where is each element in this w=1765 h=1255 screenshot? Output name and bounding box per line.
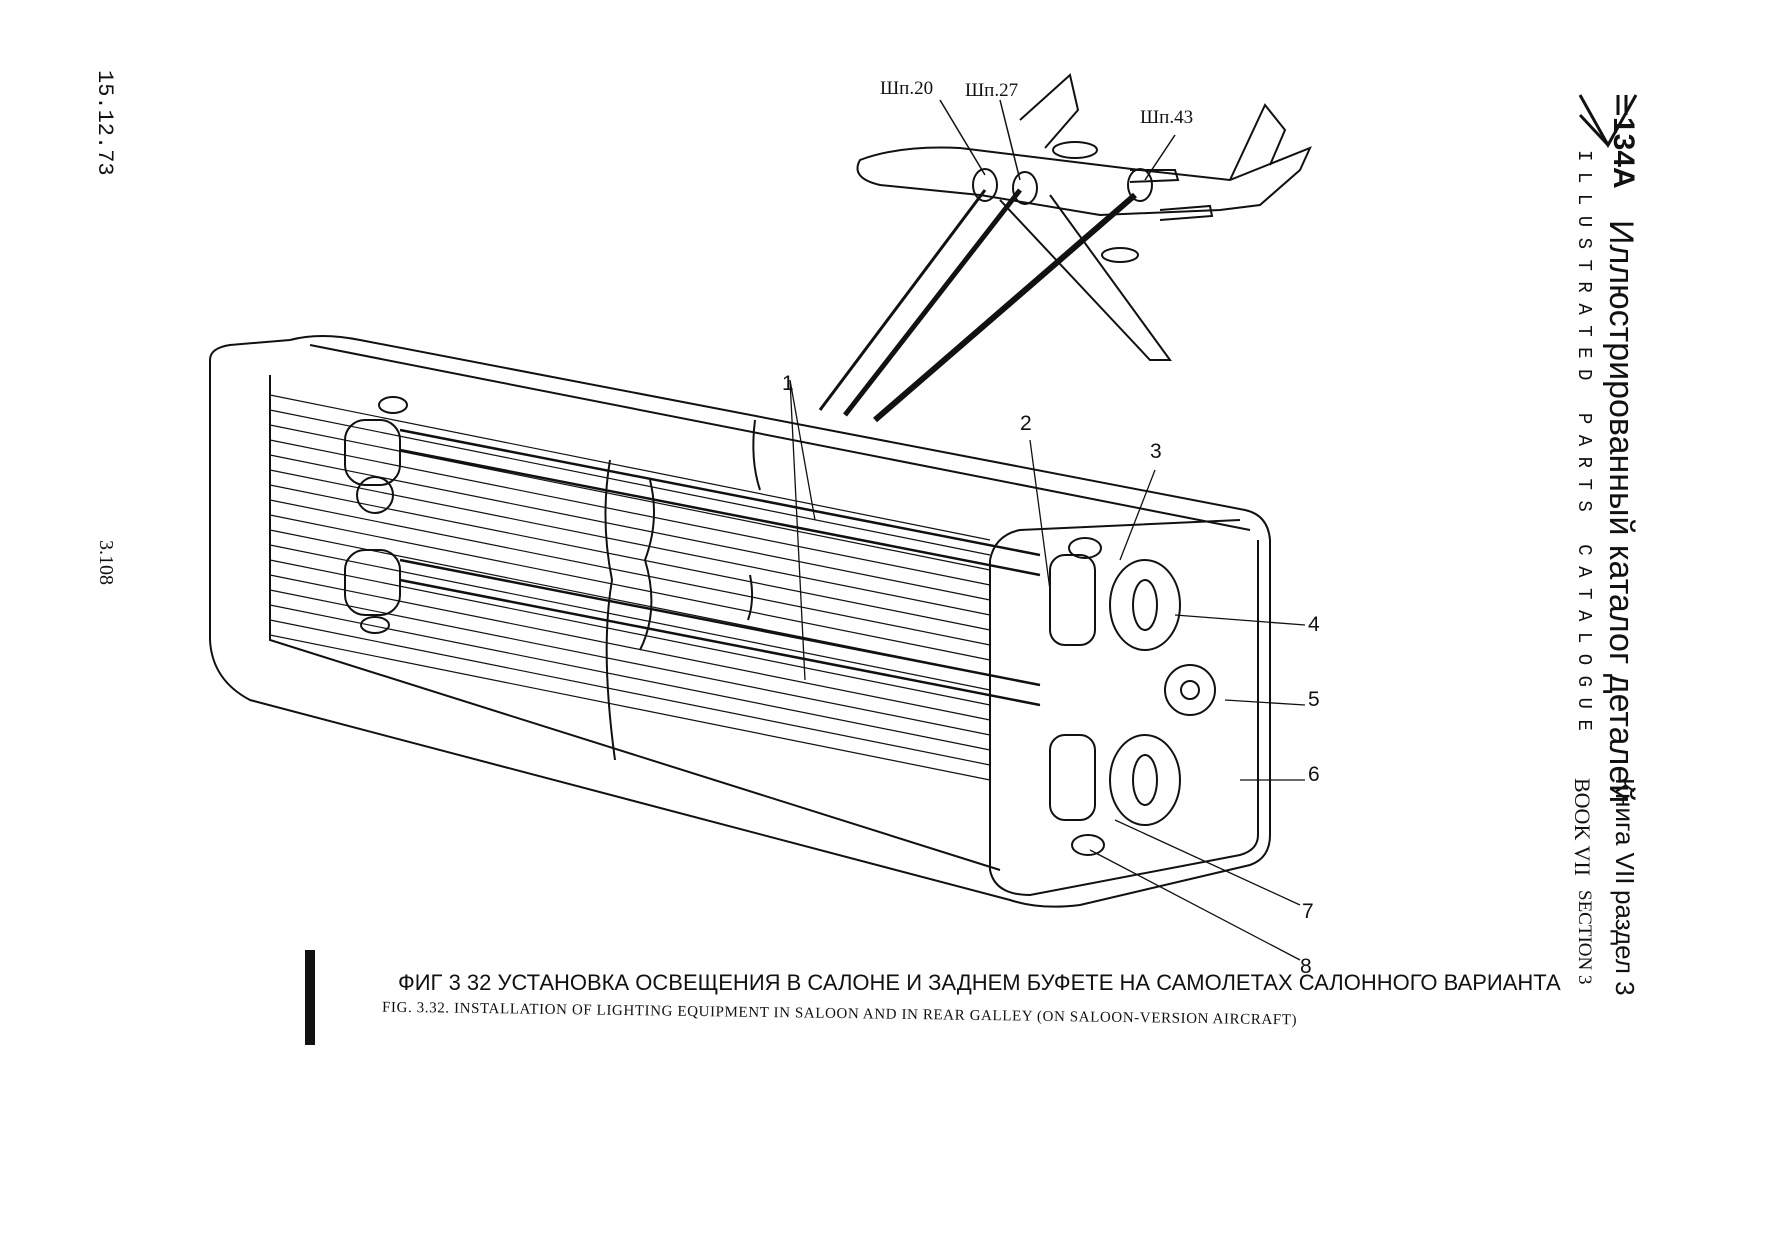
caption-bar (305, 950, 315, 1045)
callout-4: 4 (1308, 613, 1320, 636)
publisher-logo (1578, 94, 1638, 149)
callout-7: 7 (1302, 900, 1314, 923)
frame-label-20: Шп.20 (880, 78, 934, 99)
aircraft-sketch (818, 73, 1312, 423)
book-label-en: BOOK VII (1570, 778, 1595, 876)
catalogue-title: Иллюстрированный каталог деталей (1602, 220, 1640, 804)
date-stamp: 15.12.73 (92, 70, 117, 176)
callout-5: 5 (1308, 688, 1320, 711)
callout-6: 6 (1308, 763, 1320, 786)
catalogue-subtitle: ILLUSTRATED PARTS CATALOGUE (1573, 150, 1595, 742)
section-label-ru: раздел 3 (1610, 890, 1640, 996)
callout-8: 8 (1300, 955, 1312, 978)
callout-3: 3 (1150, 440, 1162, 463)
aircraft-model: 134А (1607, 117, 1640, 189)
page-number: 3.108 (95, 540, 117, 585)
panel-assembly (209, 335, 1306, 961)
frame-label-27: Шп.27 (965, 80, 1019, 101)
figure-caption-ru: ФИГ 3 32 УСТАНОВКА ОСВЕЩЕНИЯ В САЛОНЕ И … (398, 970, 1561, 995)
frame-label-43: Шп.43 (1140, 107, 1194, 128)
section-label-en: SECTION 3 (1574, 890, 1595, 985)
book-label-ru: Книга VII (1610, 778, 1640, 885)
callout-1: 1 (782, 372, 794, 395)
callout-2: 2 (1020, 412, 1032, 435)
